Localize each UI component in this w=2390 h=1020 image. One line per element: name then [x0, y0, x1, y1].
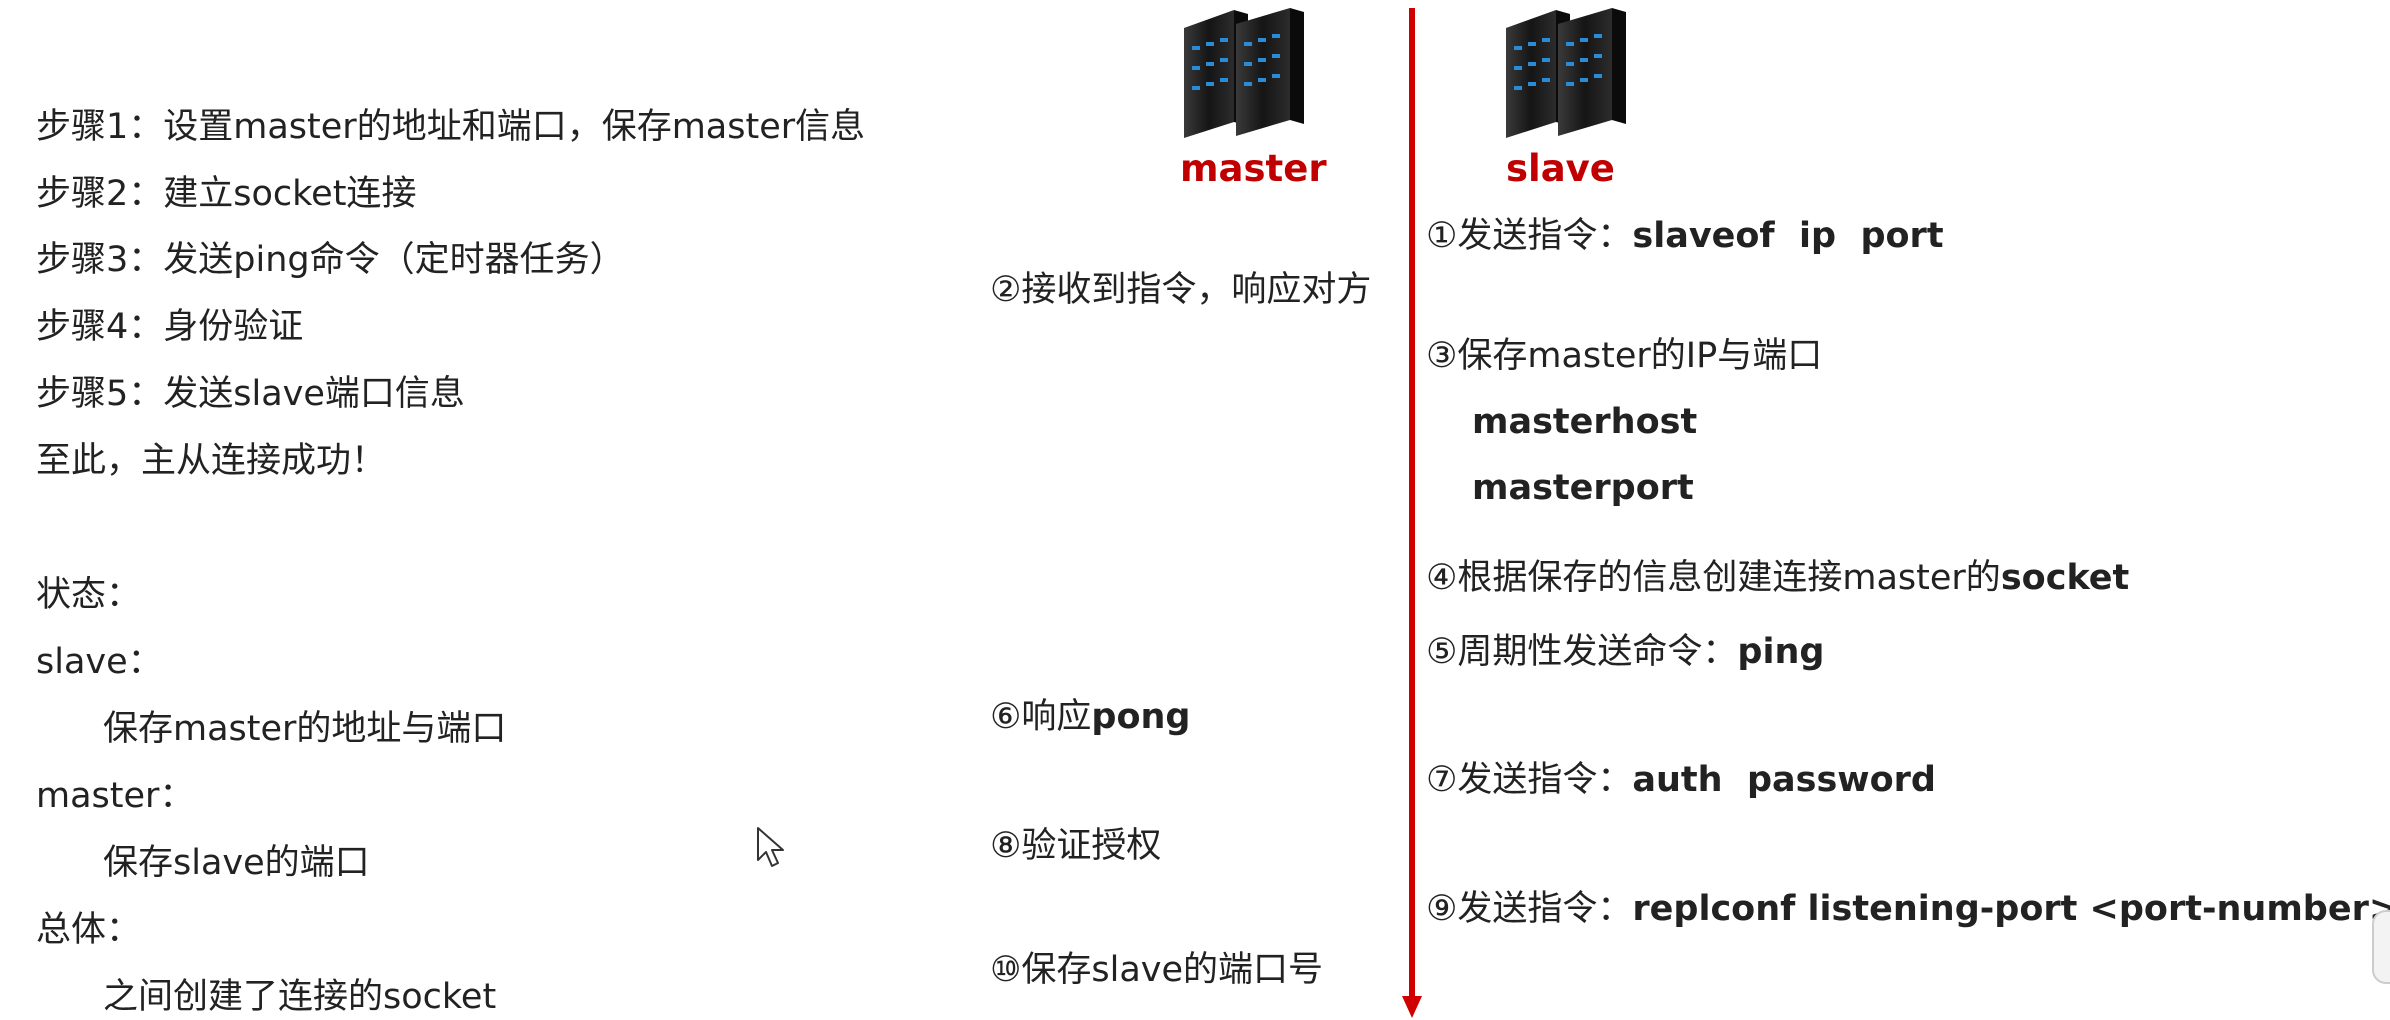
slave-event-5: ⑤周期性发送命令：ping	[1426, 632, 1825, 672]
state-master-label: master：	[36, 776, 195, 816]
step-3: 步骤3：发送ping命令（定时器任务）	[36, 240, 625, 280]
timeline-arrowhead-icon	[1402, 996, 1422, 1018]
slave-server-icon	[1506, 8, 1626, 138]
step-5: 步骤5：发送slave端口信息	[36, 374, 465, 414]
slave-event-3-masterport: masterport	[1472, 468, 1694, 508]
slave-event-3: ③保存master的IP与端口	[1426, 336, 1823, 376]
master-event-6: ⑥响应pong	[990, 697, 1191, 737]
step-conclusion: 至此，主从连接成功！	[36, 441, 387, 481]
slave-event-1: ①发送指令：slaveof ip port	[1426, 216, 1944, 256]
mouse-cursor-icon	[757, 827, 784, 867]
master-event-10: ⑩保存slave的端口号	[990, 950, 1324, 990]
slave-event-4: ④根据保存的信息创建连接master的socket	[1426, 558, 2130, 598]
slave-event-7: ⑦发送指令：auth password	[1426, 760, 1936, 800]
timeline-axis	[1409, 8, 1415, 998]
master-server-icon	[1184, 8, 1304, 138]
slave-label: slave	[1506, 147, 1615, 190]
slave-event-3-masterhost: masterhost	[1472, 402, 1698, 442]
state-slave-label: slave：	[36, 642, 163, 682]
step-1: 步骤1：设置master的地址和端口，保存master信息	[36, 107, 866, 147]
state-slave-detail: 保存master的地址与端口	[103, 709, 507, 749]
master-label: master	[1180, 147, 1327, 190]
state-overall-detail: 之间创建了连接的socket	[103, 977, 497, 1017]
side-scroll-handle[interactable]	[2372, 910, 2390, 984]
master-event-2: ②接收到指令，响应对方	[990, 270, 1372, 310]
master-event-8: ⑧验证授权	[990, 826, 1162, 866]
step-4: 步骤4：身份验证	[36, 307, 304, 347]
state-master-detail: 保存slave的端口	[103, 843, 370, 883]
slave-event-9: ⑨发送指令：replconf listening-port <port-numb…	[1426, 889, 2390, 929]
state-overall-label: 总体：	[36, 910, 142, 950]
step-2: 步骤2：建立socket连接	[36, 174, 417, 214]
state-heading: 状态：	[36, 575, 142, 615]
